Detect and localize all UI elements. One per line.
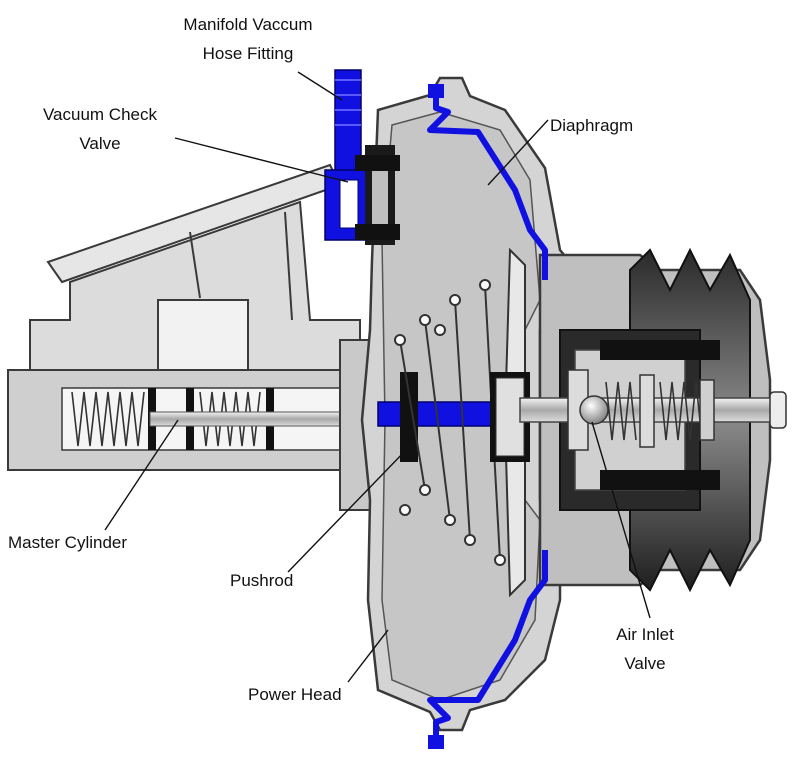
leader-check-valve [174,137,349,183]
secondary-spring [199,391,261,447]
label-manifold-line2: Hose Fitting [202,44,294,63]
label-power-head: Power Head [248,685,342,704]
vacuum-check-valve-assembly [324,69,400,245]
reaction-disc [400,372,418,462]
leader-diaphragm [487,119,549,186]
diaphragm-upper [427,90,548,280]
rod-end [769,391,787,429]
label-vacuum-check-valve: Vacuum Check Valve [20,104,180,154]
valve-plunger-ball [579,395,609,425]
label-check-valve-line1: Vacuum Check [42,105,157,124]
label-manifold-line1: Manifold Vaccum [183,15,313,34]
return-springs [394,279,506,566]
leader-pushrod [287,447,409,573]
leader-air-inlet [591,421,651,619]
label-diaphragm: Diaphragm [550,116,634,135]
label-check-valve-line2: Valve [79,134,121,153]
label-master-cylinder: Master Cylinder [8,533,128,552]
master-cylinder [7,163,381,511]
label-manifold-vacuum-fitting: Manifold Vaccum Hose Fitting [158,14,338,64]
label-air-inlet-line2: Valve [624,654,666,673]
label-pushrod: Pushrod [230,571,294,590]
diaphragm-lower [427,550,548,742]
diaphragm-parts [427,90,548,742]
label-air-inlet-valve: Air Inlet Valve [590,624,700,674]
label-air-inlet-line1: Air Inlet [616,625,674,644]
leader-lines [104,71,651,683]
leader-power-head [347,629,389,683]
leader-manifold [297,71,343,101]
leader-master-cylinder [104,419,179,531]
primary-spring [71,391,145,447]
